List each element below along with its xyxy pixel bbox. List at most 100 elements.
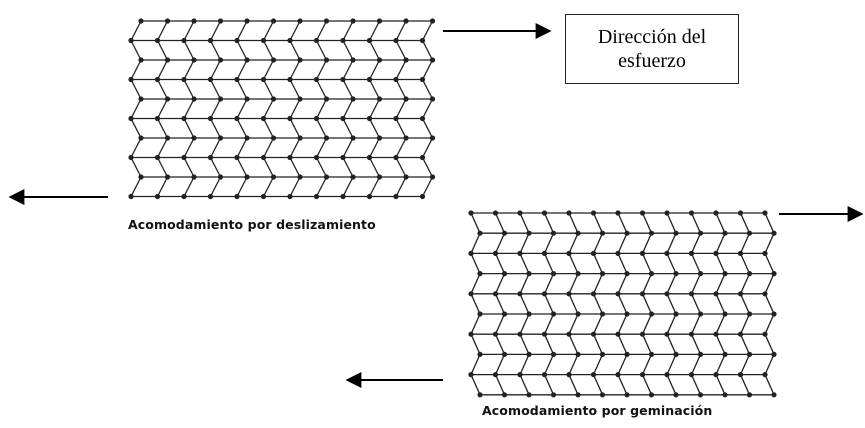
twin-bond-vertical <box>592 253 604 274</box>
twin-bond-vertical <box>494 354 506 375</box>
twin-bond-vertical <box>543 212 555 234</box>
twin-bond-vertical <box>690 293 702 315</box>
slip-bond-vertical <box>236 98 248 119</box>
twin-atom <box>477 230 483 236</box>
twin-atom <box>550 392 557 398</box>
twin-atom <box>722 392 728 398</box>
twin-atom <box>615 210 621 216</box>
twin-bond-vertical <box>470 313 481 335</box>
slip-atom <box>366 115 373 122</box>
slip-atom <box>403 135 409 141</box>
slip-atom <box>297 174 303 180</box>
twin-atom <box>746 351 753 357</box>
twin-atom <box>648 230 655 236</box>
twin-atom <box>566 291 572 297</box>
slip-bond-vertical <box>236 59 248 80</box>
twin-bond-vertical <box>568 293 579 315</box>
slip-atom <box>393 115 399 122</box>
slip-atom <box>340 37 346 44</box>
slip-bond-vertical <box>183 79 195 100</box>
slip-atom <box>191 174 197 180</box>
slip-bond-vertical <box>289 176 301 197</box>
slip-atom <box>164 135 171 141</box>
twin-bond-vertical <box>690 374 702 396</box>
slip-bond-vertical <box>262 118 275 139</box>
twin-atom <box>501 351 508 357</box>
slip-bond-vertical <box>368 20 381 41</box>
slip-atom <box>207 193 214 200</box>
twin-atom <box>697 351 704 357</box>
twin-bond-vertical <box>494 313 506 335</box>
twin-atom <box>468 372 474 378</box>
slip-atom <box>376 135 383 141</box>
twin-bond-vertical <box>764 293 775 315</box>
twin-atom <box>746 311 753 317</box>
slip-atom <box>234 115 240 122</box>
twin-atom <box>771 311 777 317</box>
twin-bond-vertical <box>739 293 751 315</box>
slip-atom <box>270 174 277 180</box>
twin-atom <box>575 311 581 317</box>
twin-bond-vertical <box>641 354 653 375</box>
slip-atom <box>313 37 320 44</box>
twin-bond-vertical <box>739 212 751 234</box>
twin-atom <box>501 271 508 277</box>
twin-bond-vertical <box>666 212 677 234</box>
twin-atom <box>737 291 744 297</box>
slip-atom <box>287 37 293 44</box>
twin-atom <box>615 372 621 378</box>
twin-bond-vertical <box>764 253 775 274</box>
twin-atom <box>501 311 508 317</box>
twin-bond-vertical <box>641 374 653 396</box>
slip-atom <box>340 76 346 83</box>
twin-bond-vertical <box>543 293 555 315</box>
slip-atom <box>393 76 399 83</box>
twin-atom <box>762 331 768 337</box>
twin-atom <box>566 250 572 256</box>
twin-bond-vertical <box>519 232 530 254</box>
slip-atom <box>154 193 161 200</box>
twin-atom <box>673 311 679 317</box>
twin-bond-vertical <box>617 212 628 234</box>
slip-bond-vertical <box>130 176 142 197</box>
slip-bond-vertical <box>315 40 328 61</box>
slip-atom <box>217 57 224 63</box>
slip-atom <box>191 18 197 24</box>
slip-bond-vertical <box>156 157 169 178</box>
twin-atom <box>639 372 646 378</box>
twin-bond-vertical <box>494 273 506 295</box>
slip-bond-vertical <box>315 79 328 100</box>
slip-bond-vertical <box>130 79 142 100</box>
twin-atom <box>746 230 753 236</box>
twin-atom <box>688 210 695 216</box>
slip-atom <box>260 193 267 200</box>
slip-bond-vertical <box>421 157 434 178</box>
caption-slip: Acomodamiento por deslizamiento <box>128 217 376 232</box>
slip-atom <box>164 174 171 180</box>
twin-bond-vertical <box>666 253 677 274</box>
twin-bond-vertical <box>470 232 481 254</box>
slip-bond-vertical <box>236 20 248 41</box>
twin-atom <box>599 311 606 317</box>
twin-bond-vertical <box>519 354 530 375</box>
slip-atom <box>297 135 303 141</box>
slip-atom <box>366 37 373 44</box>
twin-atom <box>771 230 777 236</box>
twin-bond-vertical <box>592 354 604 375</box>
slip-bond-vertical <box>342 79 354 100</box>
slip-atom <box>376 18 383 24</box>
slip-bond-vertical <box>130 98 142 119</box>
twin-atom <box>697 271 704 277</box>
slip-atom <box>350 174 356 180</box>
twin-bond-vertical <box>568 253 579 274</box>
slip-bond-vertical <box>262 137 275 158</box>
twin-atom <box>713 291 719 297</box>
twin-atom <box>590 210 597 216</box>
slip-atom <box>138 57 144 63</box>
twin-bond-vertical <box>617 232 628 254</box>
slip-atom <box>217 18 224 24</box>
slip-atom <box>244 174 250 180</box>
twin-bond-vertical <box>568 374 579 396</box>
slip-bond-vertical <box>262 59 275 80</box>
slip-atom <box>287 154 293 161</box>
